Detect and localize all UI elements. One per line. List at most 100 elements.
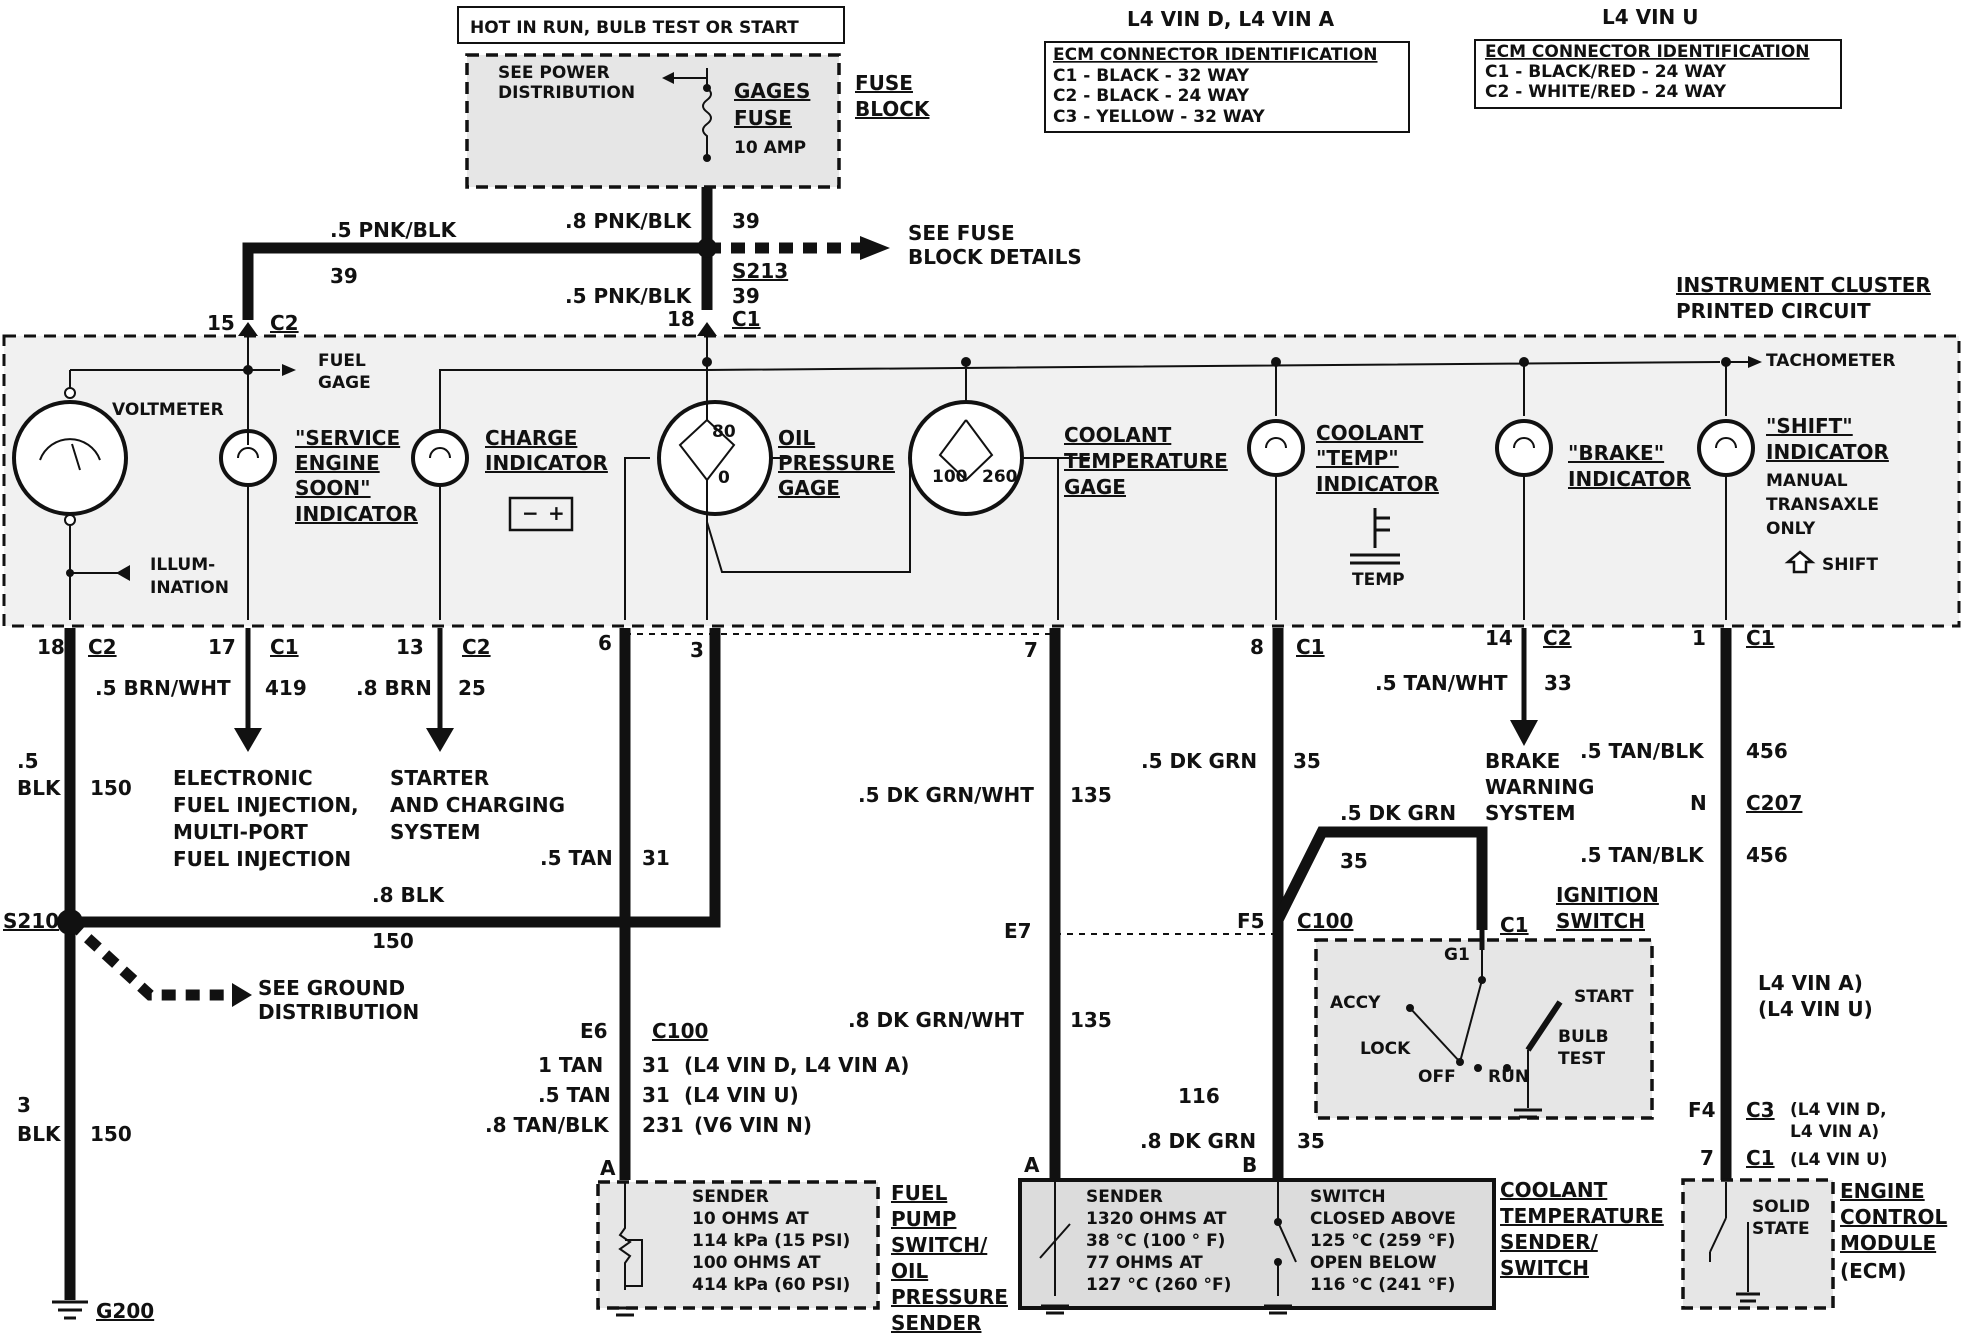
svg-text:260: 260 <box>982 467 1018 487</box>
svg-text:SENDER/: SENDER/ <box>1500 1230 1598 1254</box>
svg-text:31: 31 <box>642 1083 670 1107</box>
svg-text:.5 TAN: .5 TAN <box>540 846 613 870</box>
svg-text:INATION: INATION <box>150 578 229 598</box>
svg-text:C3: C3 <box>1746 1098 1775 1122</box>
svg-text:C1: C1 <box>1746 1146 1775 1170</box>
svg-text:3: 3 <box>690 638 704 662</box>
svg-text:419: 419 <box>265 676 307 700</box>
svg-text:.5 PNK/BLK: .5 PNK/BLK <box>330 218 458 242</box>
svg-text:18: 18 <box>667 307 695 331</box>
svg-text:C2: C2 <box>462 635 491 659</box>
svg-text:"SHIFT": "SHIFT" <box>1766 414 1853 438</box>
svg-text:L4 VIN A): L4 VIN A) <box>1758 971 1863 995</box>
fuse-block-label-2: BLOCK <box>855 97 931 121</box>
svg-text:(ECM): (ECM) <box>1840 1259 1907 1283</box>
svg-text:231: 231 <box>642 1113 684 1137</box>
oil-sender-circuit: .5 TAN 31 E6 C100 1 TAN 31 (L4 VIN D, L4… <box>485 628 1058 1180</box>
svg-text:A: A <box>600 1156 616 1180</box>
svg-text:39: 39 <box>330 264 358 288</box>
svg-text:CLOSED ABOVE: CLOSED ABOVE <box>1310 1209 1456 1229</box>
svg-text:SWITCH: SWITCH <box>1500 1256 1589 1280</box>
oil-pressure-gage: 80 0 OIL PRESSURE GAGE <box>624 395 1090 620</box>
svg-text:SEE POWER: SEE POWER <box>498 63 610 83</box>
svg-text:1: 1 <box>1692 626 1706 650</box>
svg-text:MULTI-PORT: MULTI-PORT <box>173 820 308 844</box>
ecm-table-vin-d-a: L4 VIN D, L4 VIN A ECM CONNECTOR IDENTIF… <box>1044 7 1410 133</box>
svg-text:FUEL: FUEL <box>318 351 366 371</box>
svg-text:SWITCH/: SWITCH/ <box>891 1233 988 1257</box>
svg-text:SYSTEM: SYSTEM <box>1485 801 1576 825</box>
svg-text:SEE FUSE: SEE FUSE <box>908 221 1015 245</box>
service-engine-soon-bulb: "SERVICE ENGINE SOON" INDICATOR <box>219 426 418 620</box>
svg-text:F5: F5 <box>1237 909 1265 933</box>
svg-text:SENDER: SENDER <box>692 1187 769 1207</box>
svg-text:.5 TAN/WHT: .5 TAN/WHT <box>1375 671 1508 695</box>
svg-text:.5: .5 <box>17 749 39 773</box>
svg-text:SWITCH: SWITCH <box>1310 1187 1386 1207</box>
fuel-pump-oil-sender: A SENDER 10 OHMS AT 114 kPa (15 PSI) 100… <box>596 1156 1008 1335</box>
svg-text:25: 25 <box>458 676 486 700</box>
svg-text:.5 TAN/BLK: .5 TAN/BLK <box>1580 843 1705 867</box>
coolant-sender-switch: A B SENDER 1320 OHMS AT 38 °C (100 ° F) … <box>1018 1153 1664 1315</box>
svg-text:C1: C1 <box>1296 635 1325 659</box>
svg-text:10 OHMS AT: 10 OHMS AT <box>692 1209 809 1229</box>
svg-text:WARNING: WARNING <box>1485 775 1594 799</box>
svg-text:150: 150 <box>90 776 132 800</box>
svg-text:C207: C207 <box>1746 791 1802 815</box>
svg-text:39: 39 <box>732 209 760 233</box>
svg-text:35: 35 <box>1293 749 1321 773</box>
svg-text:33: 33 <box>1544 671 1572 695</box>
svg-text:35: 35 <box>1340 849 1368 873</box>
svg-text:BLK: BLK <box>17 1122 62 1146</box>
shift-indicator-bulb: "SHIFT" INDICATOR MANUAL TRANSAXLE ONLY … <box>1697 414 1889 620</box>
svg-text:100 OHMS AT: 100 OHMS AT <box>692 1253 821 1273</box>
svg-text:DISTRIBUTION: DISTRIBUTION <box>258 1000 419 1024</box>
svg-text:.5 DK GRN: .5 DK GRN <box>1141 749 1257 773</box>
instrument-cluster: INSTRUMENT CLUSTER PRINTED CIRCUIT FUEL … <box>2 273 1961 628</box>
svg-text:3: 3 <box>17 1093 31 1117</box>
svg-text:0: 0 <box>718 468 730 488</box>
svg-text:ECM CONNECTOR IDENTIFICATION: ECM CONNECTOR IDENTIFICATION <box>1053 45 1378 65</box>
svg-text:SEE GROUND: SEE GROUND <box>258 976 405 1000</box>
svg-text:ILLUM-: ILLUM- <box>150 555 215 575</box>
svg-text:+: + <box>548 501 565 525</box>
svg-text:C2 - BLACK - 24 WAY: C2 - BLACK - 24 WAY <box>1053 86 1250 106</box>
coolant-gage-circuit: .5 DK GRN/WHT 135 E7 .8 DK GRN/WHT 135 <box>848 628 1278 1182</box>
svg-text:IGNITION: IGNITION <box>1556 883 1659 907</box>
engine-control-module: SOLID STATE ENGINE CONTROL MODULE (ECM) <box>1681 1178 1947 1310</box>
svg-text:SYSTEM: SYSTEM <box>390 820 481 844</box>
svg-text:SWITCH: SWITCH <box>1556 909 1645 933</box>
svg-text:414 kPa (60 PSI): 414 kPa (60 PSI) <box>692 1275 850 1295</box>
svg-text:INDICATOR: INDICATOR <box>1568 467 1691 491</box>
svg-text:FUSE: FUSE <box>734 106 792 130</box>
brake-indicator-bulb: "BRAKE" INDICATOR <box>1495 419 1691 620</box>
voltmeter-gage: VOLTMETER ILLUM- INATION <box>12 370 229 620</box>
svg-text:OFF: OFF <box>1418 1067 1456 1087</box>
feed-wiring: .5 PNK/BLK 39 .8 PNK/BLK 39 S213 .5 PNK/… <box>207 187 1082 336</box>
charge-indicator-bulb: CHARGE INDICATOR − + <box>411 426 608 620</box>
svg-text:15: 15 <box>207 311 235 335</box>
svg-text:INDICATOR: INDICATOR <box>1316 472 1439 496</box>
svg-text:(L4 VIN U): (L4 VIN U) <box>1758 997 1873 1021</box>
svg-text:TACHOMETER: TACHOMETER <box>1766 351 1895 371</box>
svg-text:7: 7 <box>1700 1146 1714 1170</box>
svg-text:31: 31 <box>642 846 670 870</box>
svg-text:10 AMP: 10 AMP <box>734 138 806 158</box>
svg-text:E7: E7 <box>1004 919 1032 943</box>
svg-text:L4 VIN D, L4 VIN A: L4 VIN D, L4 VIN A <box>1127 7 1335 31</box>
svg-text:116: 116 <box>1178 1084 1220 1108</box>
svg-text:SHIFT: SHIFT <box>1822 555 1878 575</box>
svg-text:FUEL INJECTION,: FUEL INJECTION, <box>173 793 359 817</box>
svg-text:S213: S213 <box>732 259 788 283</box>
svg-text:B: B <box>1242 1153 1257 1177</box>
svg-text:(L4 VIN U): (L4 VIN U) <box>1790 1150 1888 1170</box>
svg-text:S210: S210 <box>3 909 59 933</box>
svg-text:"TEMP": "TEMP" <box>1316 446 1399 470</box>
svg-text:BULB: BULB <box>1558 1027 1609 1047</box>
svg-text:OPEN BELOW: OPEN BELOW <box>1310 1253 1437 1273</box>
ecm-table-vin-u: L4 VIN U ECM CONNECTOR IDENTIFICATION C1… <box>1474 5 1842 109</box>
svg-text:PRESSURE: PRESSURE <box>778 451 895 475</box>
svg-text:MANUAL: MANUAL <box>1766 471 1848 491</box>
